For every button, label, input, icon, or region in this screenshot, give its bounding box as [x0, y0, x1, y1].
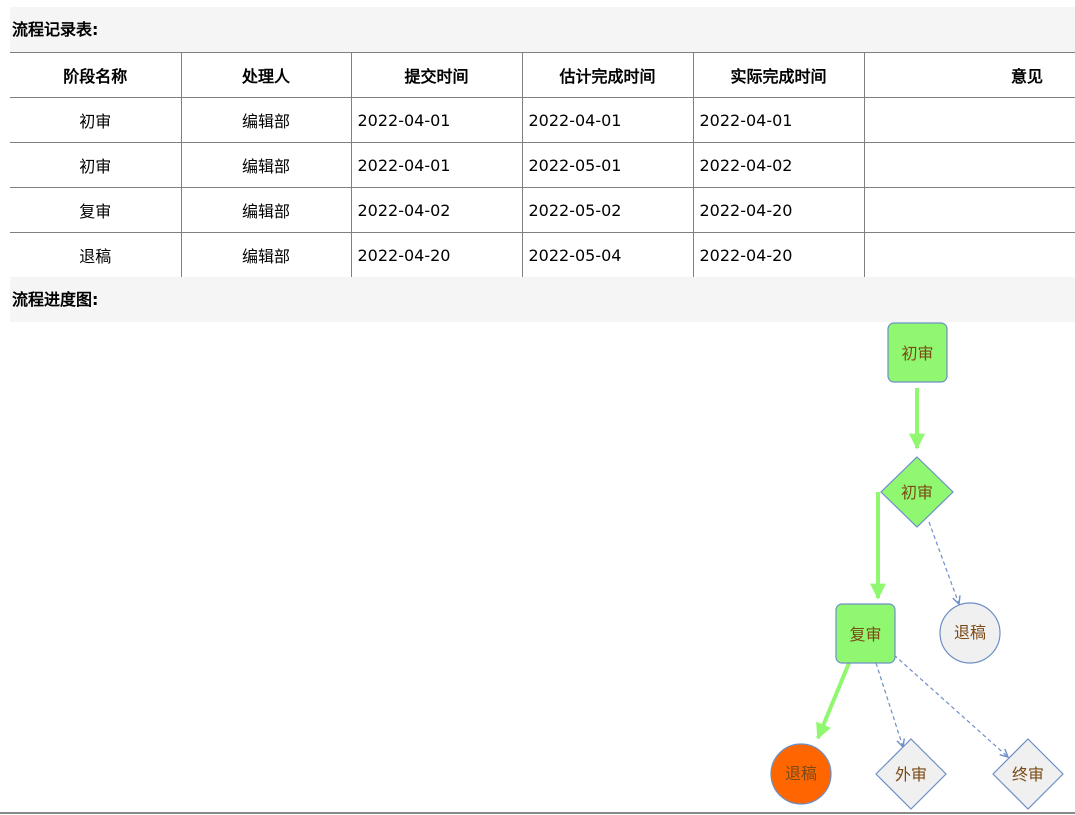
cell-submit-time: 2022-04-20	[351, 232, 523, 278]
table-row: 退稿 编辑部 2022-04-20 2022-05-04 2022-04-20	[10, 232, 1075, 278]
column-header-estimated-time: 估计完成时间	[522, 52, 694, 98]
cell-handler: 编辑部	[181, 187, 352, 233]
cell-handler: 编辑部	[181, 142, 352, 188]
cell-opinion	[864, 97, 1075, 143]
node-reject-1: 退稿	[939, 602, 1001, 664]
records-section-title: 流程记录表:	[10, 7, 1075, 52]
cell-estimated-time: 2022-05-02	[522, 187, 694, 233]
node-second-review: 复审	[835, 603, 896, 664]
cell-submit-time: 2022-04-01	[351, 142, 523, 188]
node-review-decision: 初审	[880, 456, 954, 528]
cell-submit-time: 2022-04-01	[351, 97, 523, 143]
cell-handler: 编辑部	[181, 97, 352, 143]
workflow-progress-diagram: 初审 初审 退稿 复审 退稿 外审 终审	[770, 322, 1064, 810]
cell-submit-time: 2022-04-02	[351, 187, 523, 233]
cell-opinion	[864, 142, 1075, 188]
cell-stage: 初审	[10, 97, 182, 143]
cell-stage: 初审	[10, 142, 182, 188]
edge-second-review-to-final	[893, 654, 1008, 757]
node-external-review-label: 外审	[895, 765, 927, 784]
cell-actual-time: 2022-04-20	[693, 232, 865, 278]
table-row: 初审 编辑部 2022-04-01 2022-04-01 2022-04-01	[10, 97, 1075, 143]
node-start-review-label: 初审	[901, 344, 933, 363]
cell-opinion	[864, 187, 1075, 233]
node-external-review: 外审	[875, 738, 947, 810]
cell-actual-time: 2022-04-01	[693, 97, 865, 143]
cell-opinion	[864, 233, 1075, 278]
records-table: 阶段名称 处理人 提交时间 估计完成时间 实际完成时间 意见 初审 编辑部 20…	[10, 52, 1075, 278]
column-header-handler: 处理人	[181, 52, 352, 98]
node-second-review-label: 复审	[849, 625, 881, 644]
node-review-decision-label: 初审	[901, 483, 933, 502]
edge-decision-to-reject	[928, 521, 959, 604]
cell-actual-time: 2022-04-20	[693, 187, 865, 233]
node-final-review: 终审	[992, 738, 1064, 810]
column-header-opinion: 意见	[864, 52, 1075, 98]
column-header-stage: 阶段名称	[10, 52, 182, 98]
node-start-review: 初审	[887, 322, 948, 383]
node-reject-final-label: 退稿	[785, 764, 817, 783]
cell-handler: 编辑部	[181, 232, 352, 278]
column-header-actual-time: 实际完成时间	[693, 52, 865, 98]
progress-section-title: 流程进度图:	[10, 277, 1075, 322]
bottom-divider	[0, 812, 1075, 814]
cell-estimated-time: 2022-05-01	[522, 142, 694, 188]
cell-stage: 复审	[10, 187, 182, 233]
cell-estimated-time: 2022-04-01	[522, 97, 694, 143]
node-final-review-label: 终审	[1012, 765, 1044, 784]
table-row: 初审 编辑部 2022-04-01 2022-05-01 2022-04-02	[10, 142, 1075, 188]
table-header-row: 阶段名称 处理人 提交时间 估计完成时间 实际完成时间 意见	[10, 52, 1075, 98]
table-row: 复审 编辑部 2022-04-02 2022-05-02 2022-04-20	[10, 187, 1075, 233]
node-reject-1-label: 退稿	[954, 623, 986, 642]
cell-stage: 退稿	[10, 232, 182, 278]
cell-estimated-time: 2022-05-04	[522, 232, 694, 278]
column-header-submit-time: 提交时间	[351, 52, 523, 98]
edge-second-review-to-reject	[816, 662, 851, 740]
edge-second-review-to-external	[875, 662, 903, 747]
node-reject-final: 退稿	[770, 743, 832, 805]
cell-actual-time: 2022-04-02	[693, 142, 865, 188]
